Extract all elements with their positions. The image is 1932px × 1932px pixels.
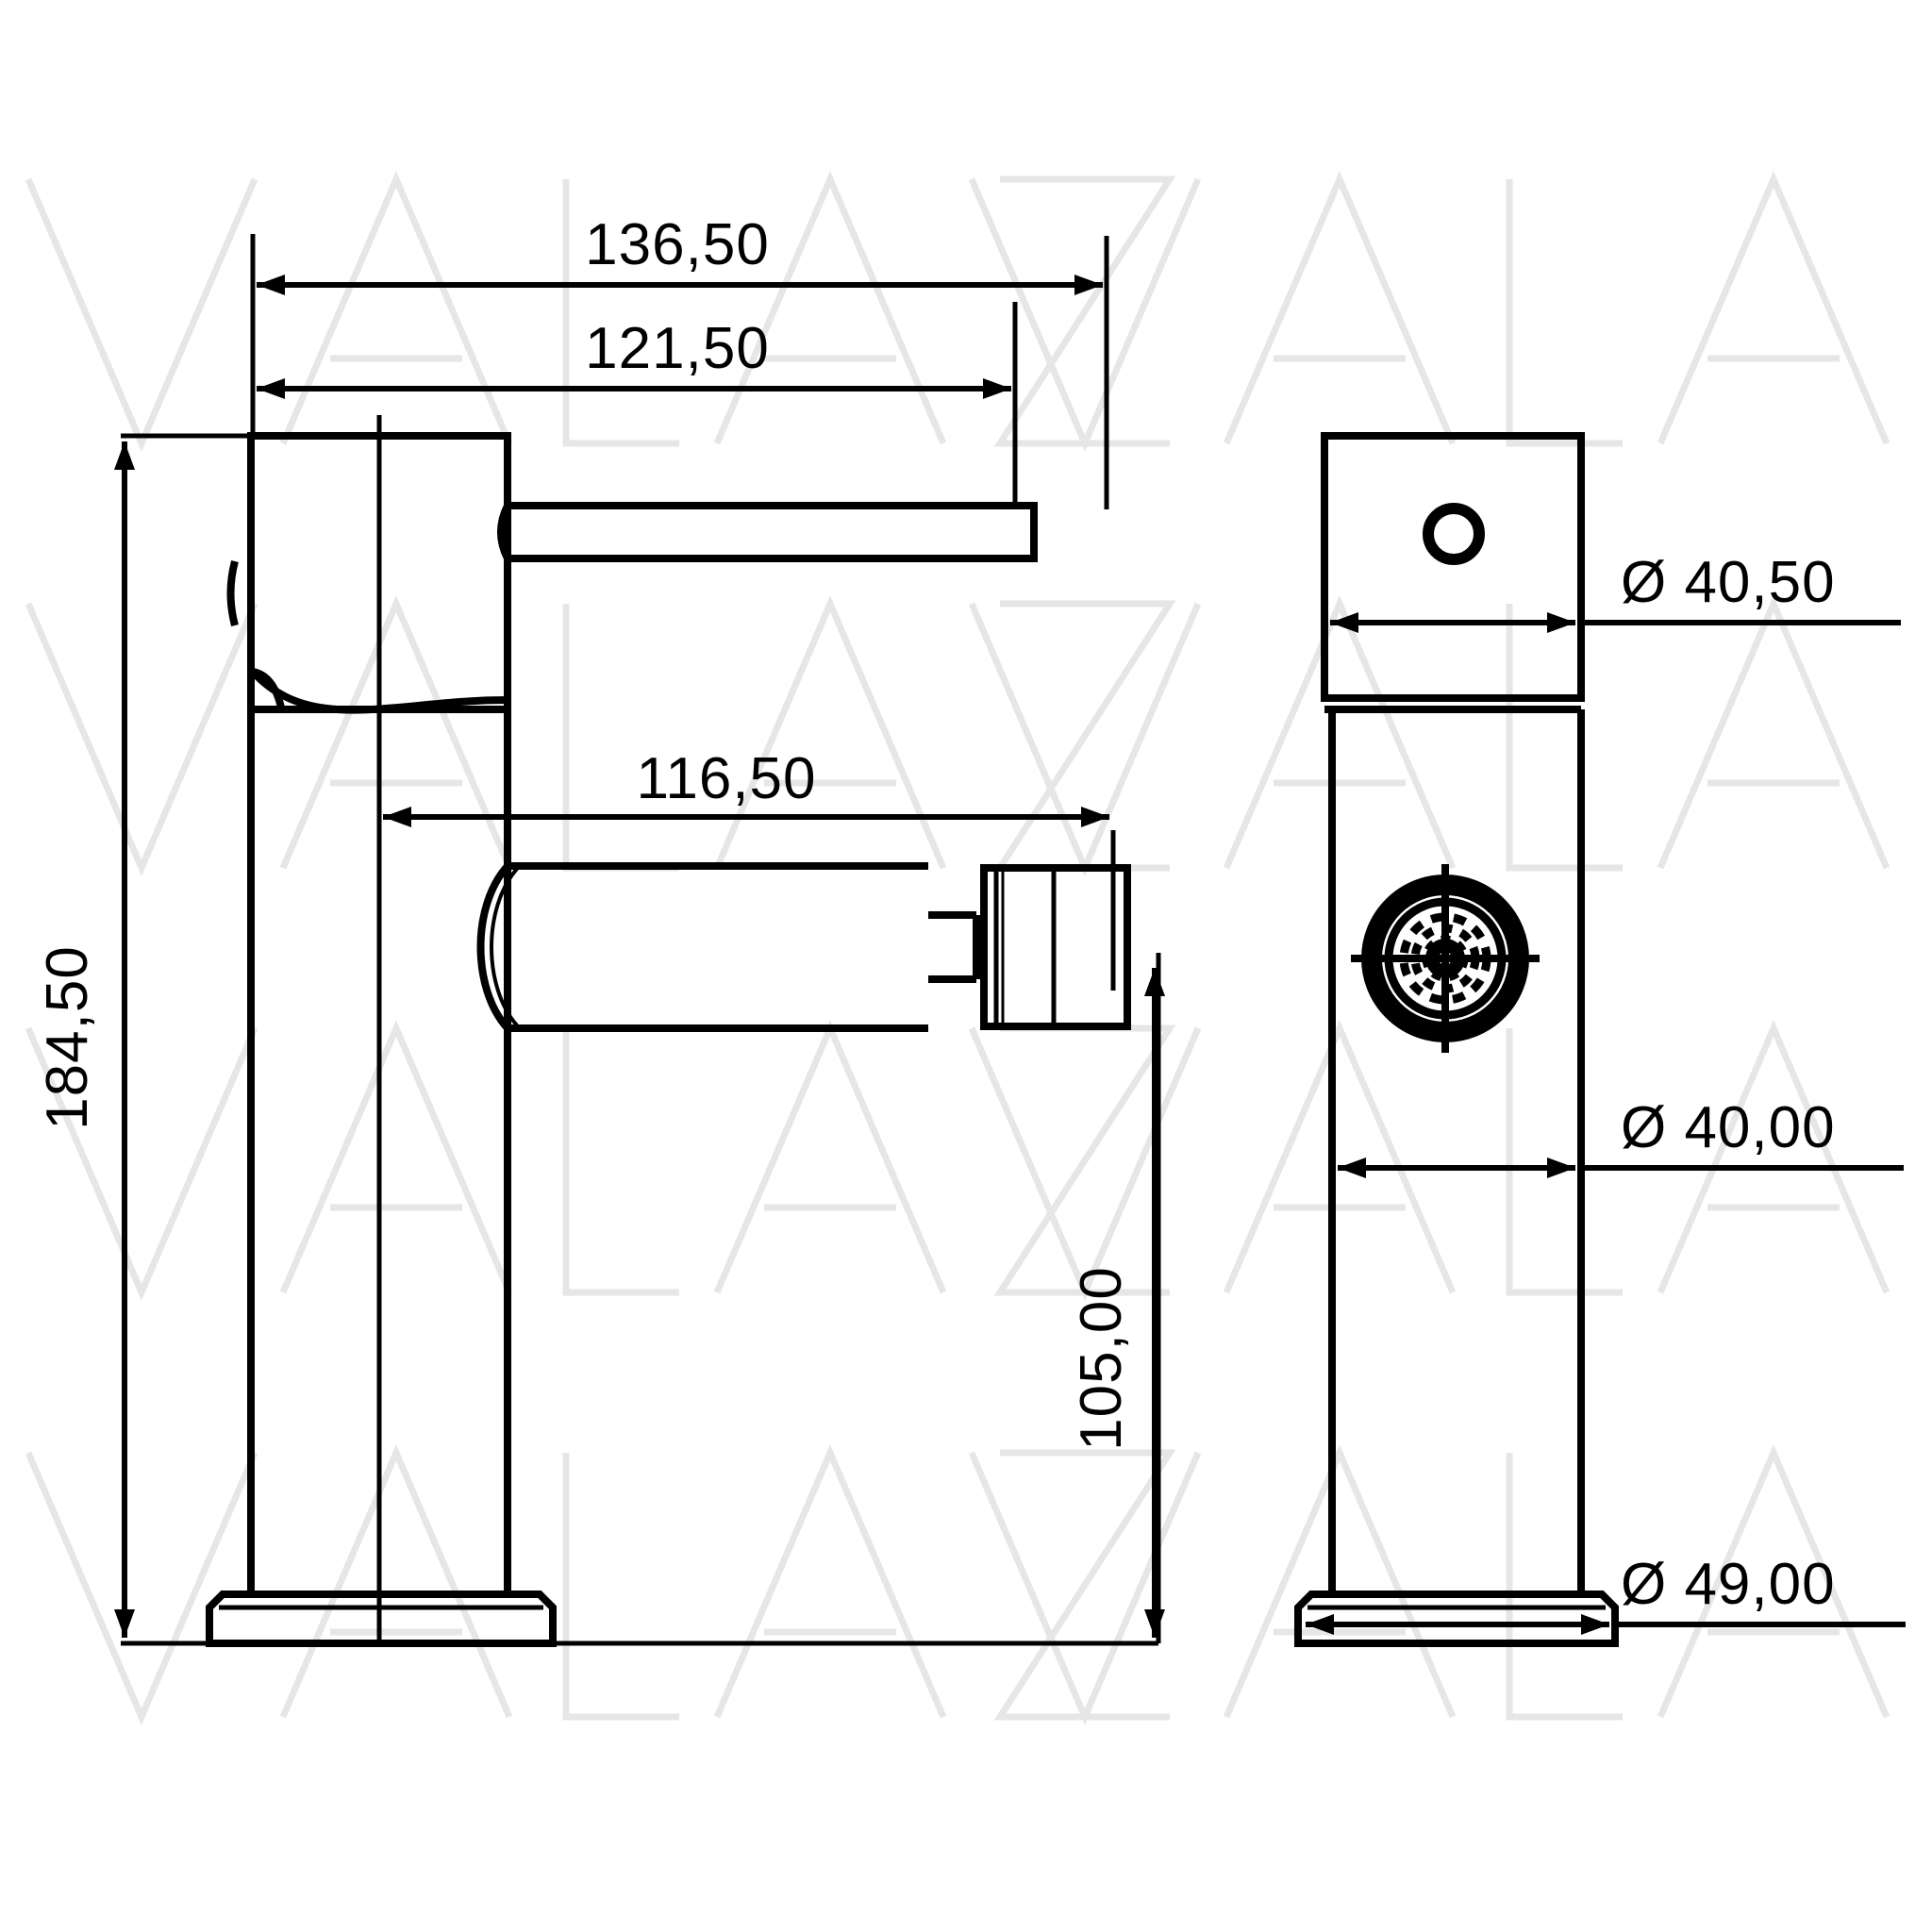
label-overall-width: 136,50 (585, 212, 770, 277)
spout-neck-inner (490, 867, 519, 1027)
label-base-diameter: Ø 49,00 (1621, 1552, 1836, 1617)
dimension-lines (114, 234, 1906, 1646)
head-undercut-fillet (251, 668, 285, 708)
side-base-plate (1294, 1591, 1619, 1647)
handle-pin-hole (1423, 503, 1485, 565)
lever-root (497, 504, 511, 560)
head-side-pip (226, 559, 239, 627)
dimension-labels: 136,50 121,50 116,50 184,50 105,00 Ø 40,… (35, 212, 1836, 1617)
label-body-diameter: Ø 40,00 (1621, 1095, 1836, 1160)
aerator-cap (980, 864, 1131, 1030)
aerator-grille (1351, 864, 1540, 1053)
label-head-diameter: Ø 40,50 (1621, 550, 1836, 615)
lever-handle (508, 502, 1038, 562)
side-head-block (1321, 432, 1585, 702)
side-view-body (1294, 432, 1619, 1647)
label-overall-height: 184,50 (35, 945, 100, 1130)
front-view-body (206, 432, 1131, 1647)
spout-neck-outer (476, 863, 511, 1031)
label-handle-reach: 121,50 (585, 316, 770, 381)
label-spout-height: 105,00 (1069, 1266, 1134, 1451)
label-spout-reach: 116,50 (636, 746, 816, 811)
watermark-valaz (25, 171, 1890, 1725)
